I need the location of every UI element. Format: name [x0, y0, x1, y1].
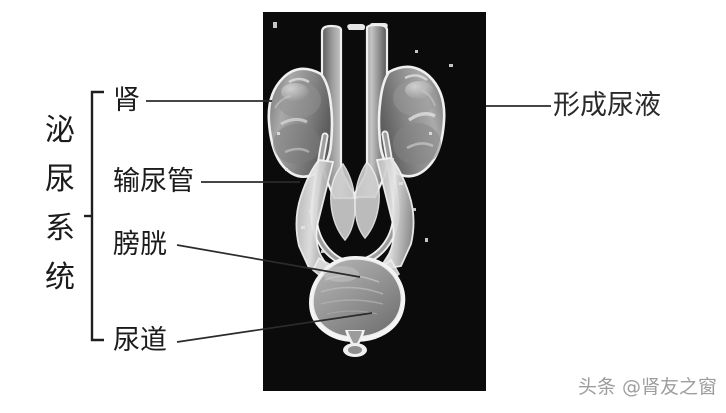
kidney-right [377, 65, 446, 178]
kidney-left [267, 67, 334, 178]
part-label-kidney: 肾 [113, 85, 140, 115]
watermark: 头条 @肾友之窗 [578, 376, 718, 398]
group-label-urinary-system: 泌 尿 系 统 [45, 114, 75, 294]
urinary-system-illustration [263, 12, 486, 391]
part-label-urethra: 尿道 [113, 325, 167, 355]
function-label-urine-formation: 形成尿液 [553, 90, 661, 120]
urinary-system-bracket [84, 90, 106, 342]
part-label-ureter: 输尿管 [113, 166, 194, 196]
anatomy-image-panel [263, 12, 486, 391]
part-label-bladder: 膀胱 [113, 229, 167, 259]
